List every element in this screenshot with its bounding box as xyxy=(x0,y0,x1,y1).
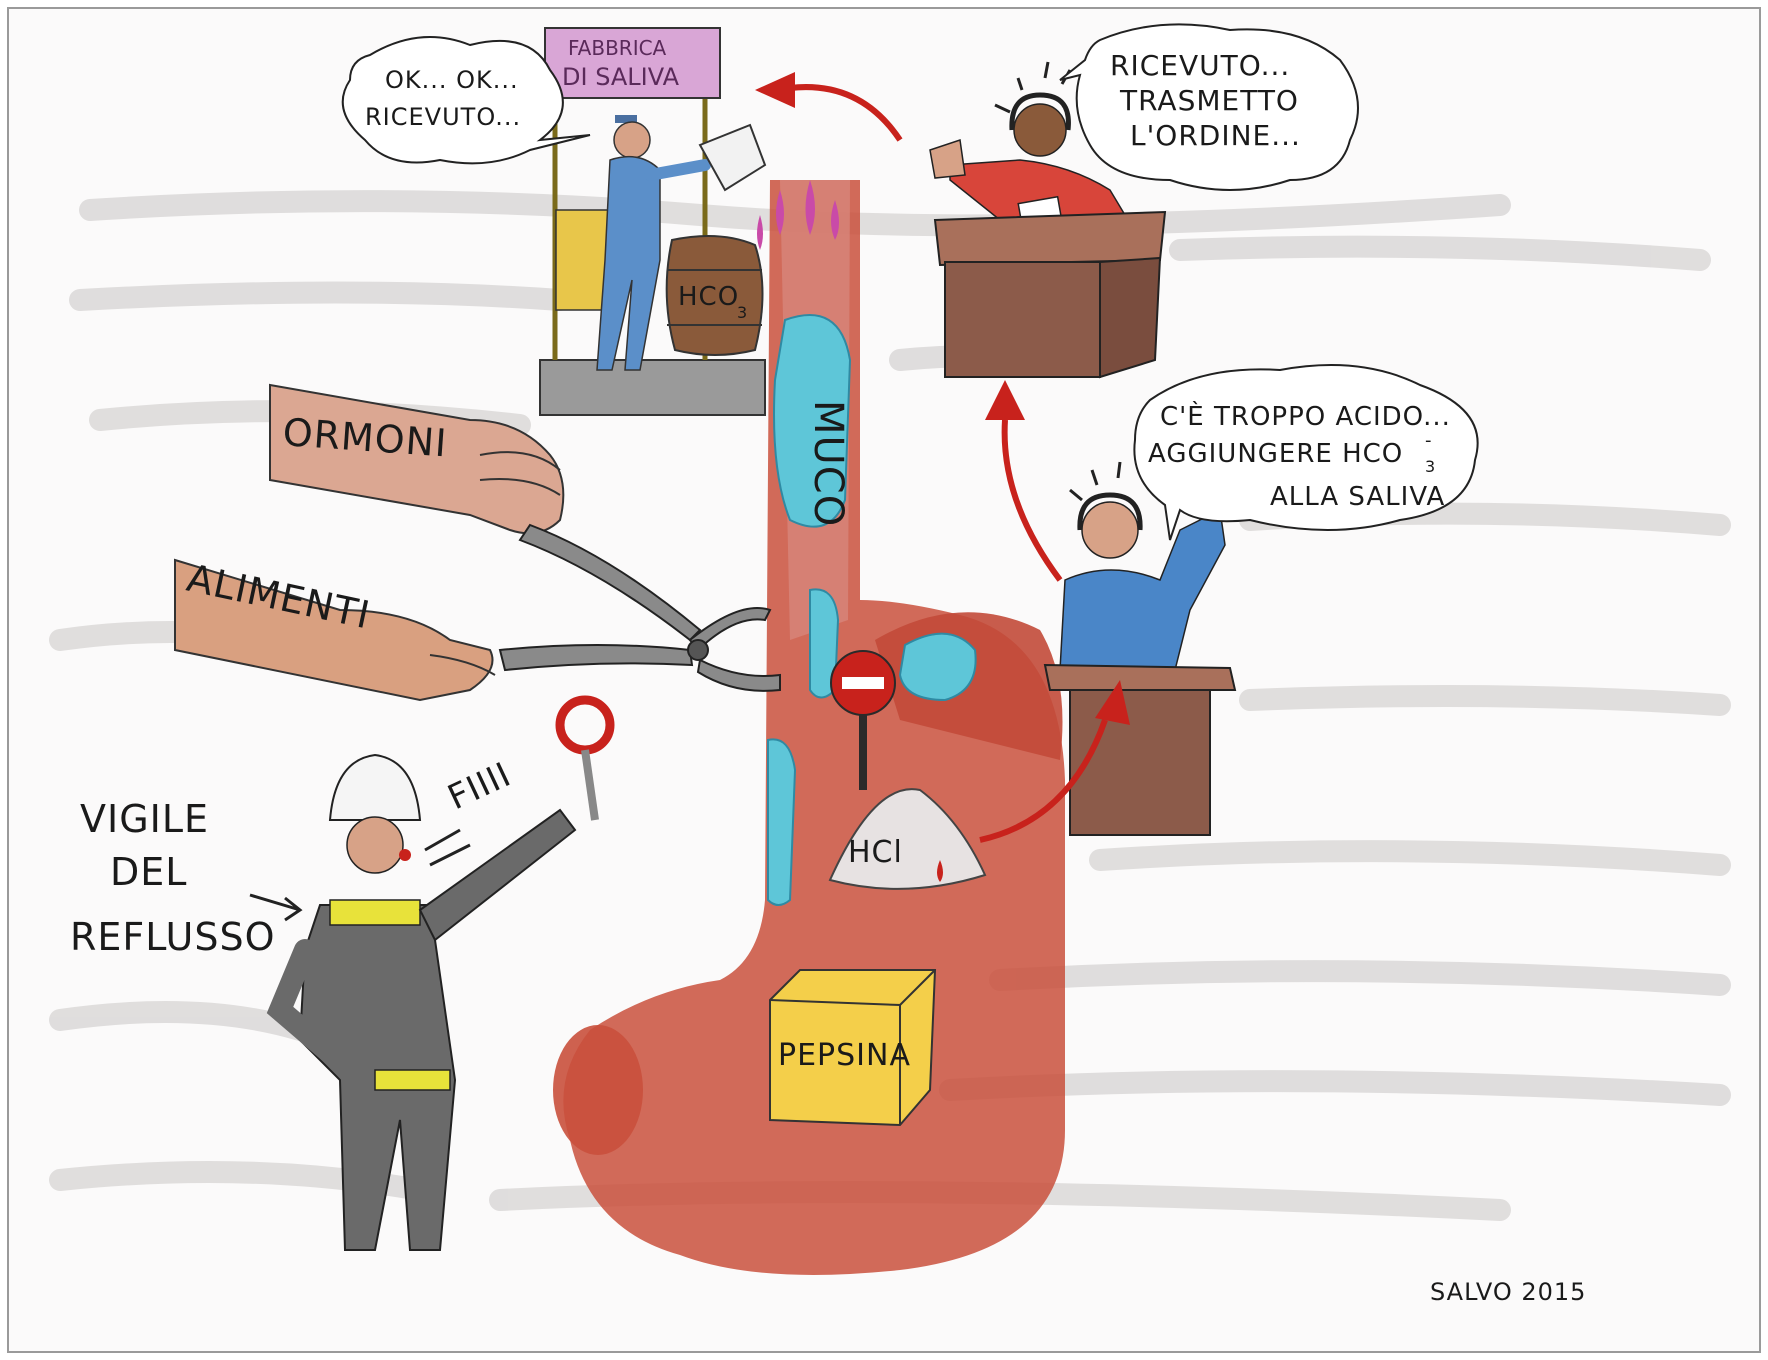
top-bubble-line1: RICEVUTO... xyxy=(1110,49,1290,82)
factory-platform xyxy=(540,360,765,415)
bottom-bubble-line1: C'È TROPPO ACIDO... xyxy=(1160,400,1451,432)
bottom-bubble-line2-sub: 3 xyxy=(1425,457,1436,476)
barrel-label-sub: 3 xyxy=(737,303,748,322)
top-bubble-line2: TRASMETTO xyxy=(1119,84,1299,117)
pepsin-label: PEPSINA xyxy=(778,1038,911,1073)
officer-label-line2: DEL xyxy=(110,850,187,894)
whistle-icon xyxy=(399,849,411,861)
barrel-label: HCO xyxy=(678,282,739,312)
factory-sign-line1: FABBRICA xyxy=(568,36,667,60)
officer-label-line3: REFLUSSO xyxy=(70,915,276,959)
bottom-bubble-line2: AGGIUNGERE HCO xyxy=(1148,439,1403,469)
pylorus-bulge xyxy=(553,1025,643,1155)
officer-label-line1: VIGILE xyxy=(80,797,209,841)
artist-signature: SALVO 2015 xyxy=(1430,1278,1586,1306)
factory-sign-line2: DI SALIVA xyxy=(562,63,680,91)
bottom-operator-desk xyxy=(1045,665,1235,835)
mucus-blob-fundus xyxy=(900,634,976,700)
bottom-bubble-line2-sup: - xyxy=(1425,430,1433,451)
mucus-blob-low xyxy=(768,739,795,905)
top-bubble-line3: L'ORDINE... xyxy=(1130,119,1301,152)
mucus-label: MUCO xyxy=(805,400,851,527)
worker-bubble-line2: RICEVUTO... xyxy=(365,103,521,131)
top-operator-desk xyxy=(935,212,1165,377)
worker-bubble-line1: OK... OK... xyxy=(385,66,519,94)
bottom-bubble-line3: ALLA SALIVA xyxy=(1270,482,1445,512)
hcl-label: HCl xyxy=(848,835,903,870)
